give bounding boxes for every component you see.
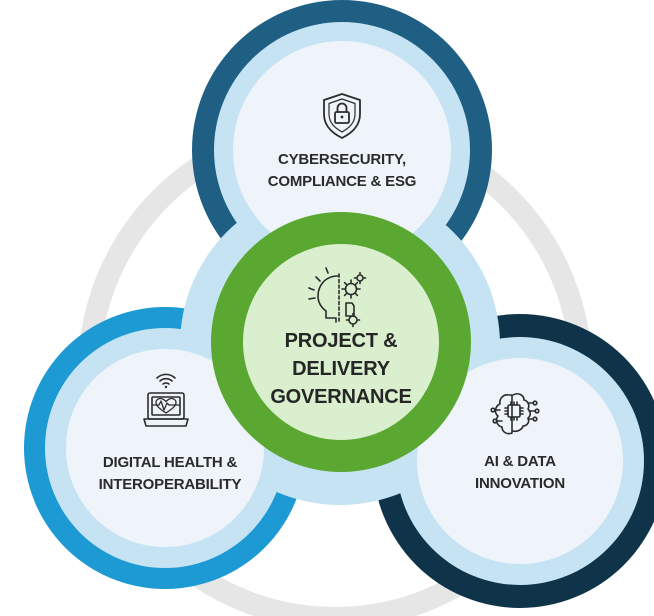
center-label-line-3: GOVERNANCE	[270, 386, 412, 408]
shield-lock-icon	[323, 93, 361, 139]
top-label-line-2: COMPLIANCE & ESG	[267, 173, 417, 190]
health-monitor-icon	[143, 373, 189, 427]
center-circle-label: PROJECT & DELIVERY GOVERNANCE	[261, 327, 421, 411]
right-label-line-1: AI & DATA	[484, 453, 556, 470]
top-inner-circle	[233, 41, 451, 259]
project-gears-icon	[308, 267, 367, 328]
left-label-line-1: DIGITAL HEALTH &	[102, 454, 238, 471]
left-circle-label: DIGITAL HEALTH & INTEROPERABILITY	[85, 452, 255, 496]
right-label-line-2: INNOVATION	[475, 475, 565, 492]
right-inner-circle	[417, 358, 623, 564]
top-label-line-1: CYBERSECURITY,	[277, 151, 407, 168]
center-fill	[243, 244, 439, 440]
right-circle-label: AI & DATA INNOVATION	[450, 451, 590, 495]
ai-brain-icon	[490, 393, 540, 435]
top-circle-label: CYBERSECURITY, COMPLIANCE & ESG	[262, 149, 422, 193]
center-label-line-2: DELIVERY	[292, 358, 390, 380]
left-label-line-2: INTEROPERABILITY	[98, 476, 242, 493]
left-inner-circle	[66, 349, 264, 547]
center-label-line-1: PROJECT &	[284, 330, 398, 352]
